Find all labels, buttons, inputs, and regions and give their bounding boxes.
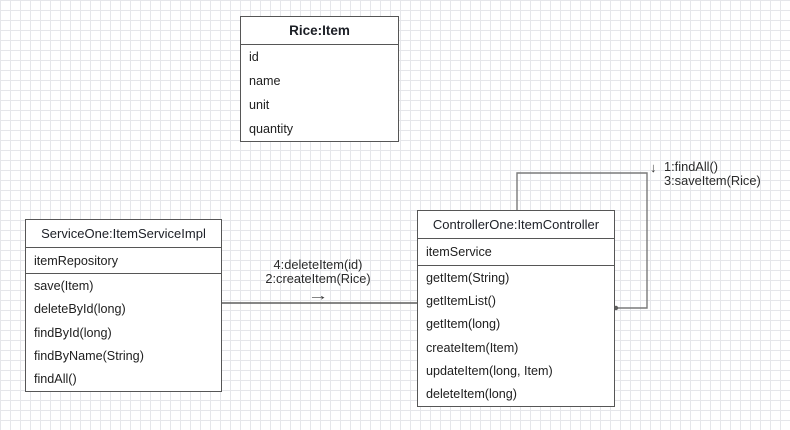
method-row[interactable]: findById(long) [34,325,112,340]
flow-arrow-right-icon: → [307,287,329,303]
method-row[interactable]: createItem(Item) [426,340,519,355]
connector-controller-self-loop[interactable] [516,172,648,309]
method-row[interactable]: getItem(String) [426,270,510,285]
uml-object-serviceone[interactable]: ServiceOne:ItemServiceImpl itemRepositor… [25,219,222,392]
attributes-section: id name unit quantity [241,45,398,141]
method-row[interactable]: findByName(String) [34,348,144,363]
edge-label-controller-self[interactable]: 1:findAll() 3:saveItem(Rice) [664,160,761,188]
edge-label-line: 4:deleteItem(id) [273,257,363,272]
method-row[interactable]: getItem(long) [426,317,501,332]
uml-object-rice-item[interactable]: Rice:Item id name unit quantity [240,16,399,142]
edge-label-line: 2:createItem(Rice) [265,271,371,286]
method-row[interactable]: findAll() [34,372,77,387]
flow-arrow-down-icon: ↓ [650,160,657,175]
object-title[interactable]: ServiceOne:ItemServiceImpl [26,220,221,248]
uml-object-controllerone[interactable]: ControllerOne:ItemController itemService… [417,210,615,407]
object-title[interactable]: Rice:Item [241,17,398,45]
edge-label-service-controller[interactable]: 4:deleteItem(id) 2:createItem(Rice) [236,258,400,286]
method-row[interactable]: save(Item) [34,278,94,293]
methods-section: getItem(String) getItemList() getItem(lo… [418,266,614,406]
object-title[interactable]: ControllerOne:ItemController [418,211,614,239]
methods-section: save(Item) deleteById(long) findById(lon… [26,274,221,391]
attribute-row[interactable]: id [249,50,259,64]
method-row[interactable]: getItemList() [426,293,496,308]
edge-label-line: 3:saveItem(Rice) [664,173,761,188]
method-row[interactable]: updateItem(long, Item) [426,363,553,378]
method-row[interactable]: deleteItem(long) [426,387,518,402]
attribute-row[interactable]: itemService [418,239,614,266]
attribute-row[interactable]: quantity [249,122,294,136]
method-row[interactable]: deleteById(long) [34,302,126,317]
edge-label-line: 1:findAll() [664,159,719,174]
attribute-row[interactable]: itemRepository [26,248,221,274]
attribute-row[interactable]: unit [249,98,270,112]
attribute-row[interactable]: name [249,74,281,88]
